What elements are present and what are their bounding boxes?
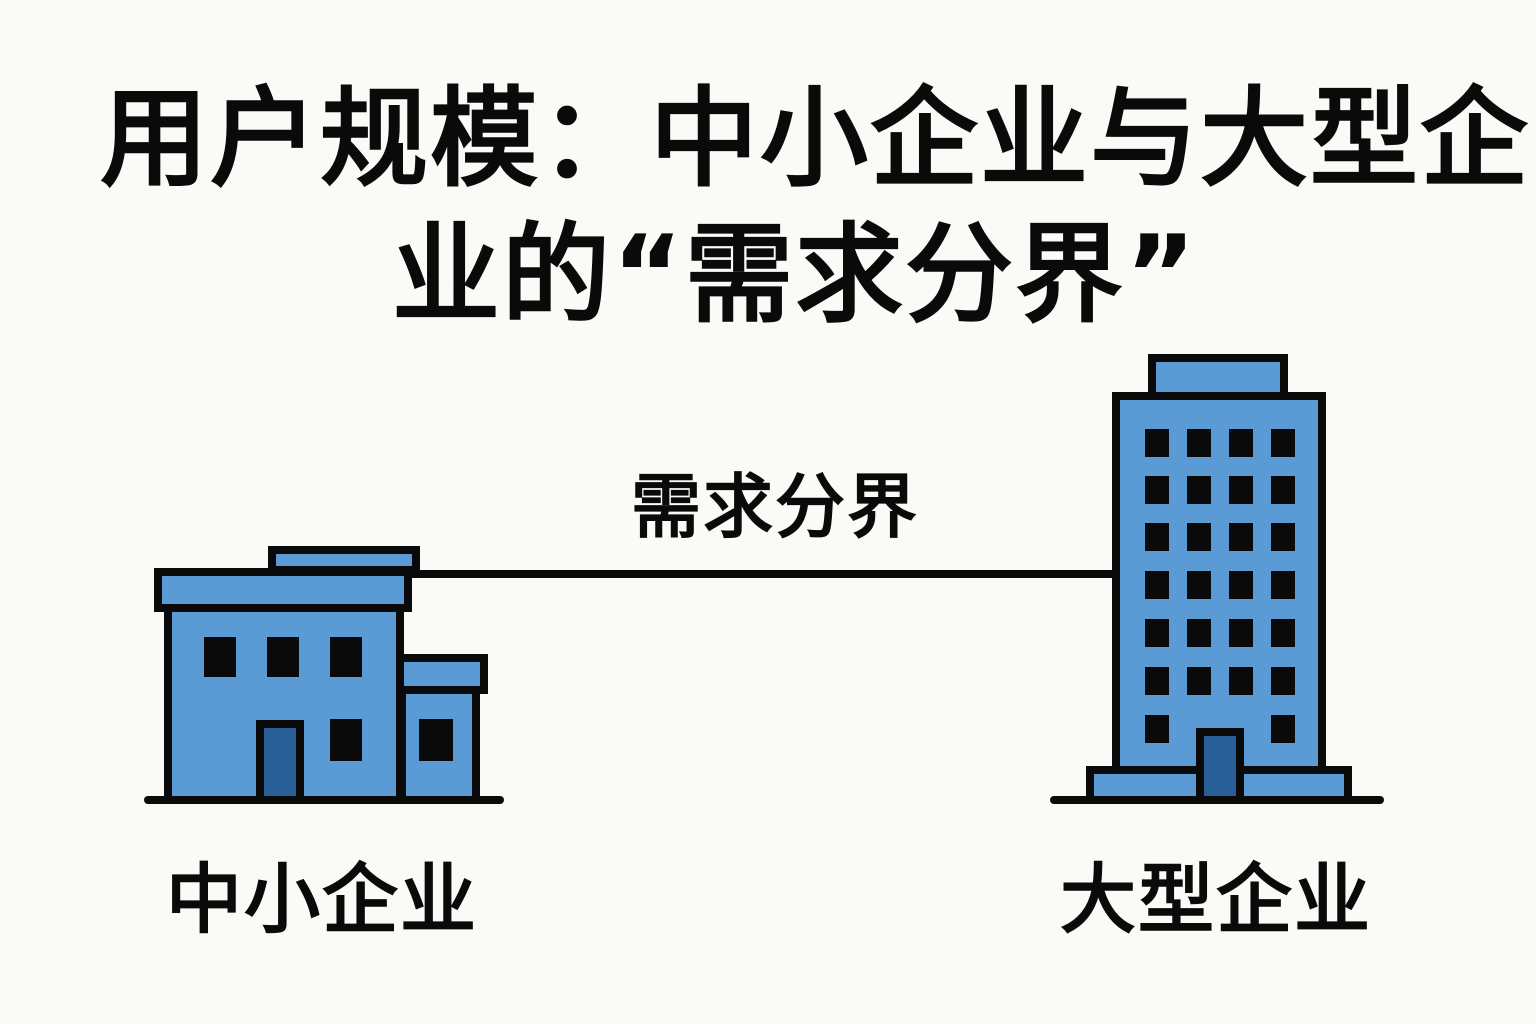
large-enterprise-label: 大型企业: [1060, 855, 1372, 944]
divider-label: 需求分界: [631, 466, 919, 548]
small-office-building-icon: [144, 546, 504, 804]
page-title-line-2: 业的“需求分界”: [392, 213, 1198, 338]
page-title-line-1: 用户规模：中小企业与大型企: [100, 77, 1531, 202]
small-business-label: 中小企业: [166, 855, 478, 944]
skyscraper-icon: [1050, 354, 1384, 804]
